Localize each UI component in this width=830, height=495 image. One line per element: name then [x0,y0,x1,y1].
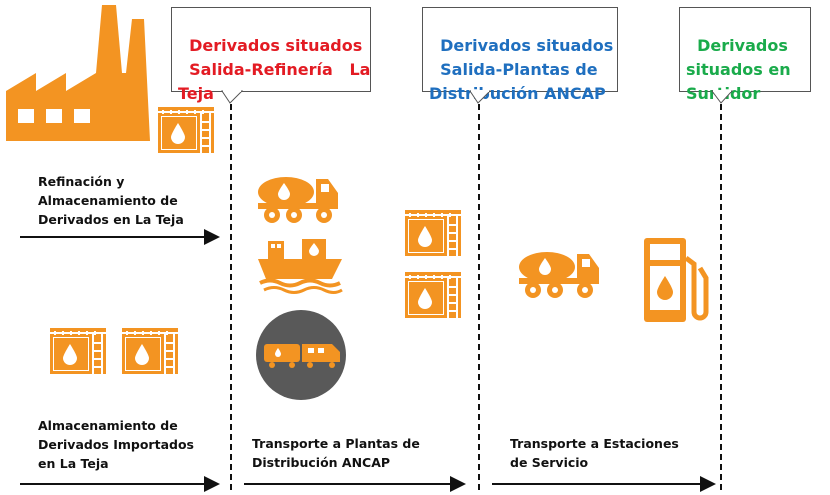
divider-plantas [478,104,480,490]
fuel-pump-icon [644,238,709,322]
storage-tank-icon [405,210,461,256]
storage-tank-icon [158,107,214,153]
label-importados: Almacenamiento de Derivados Importados e… [38,418,194,471]
label-transporte-estaciones: Transporte a Estaciones de Servicio [510,436,679,470]
ship-icon [258,239,343,294]
factory-icon [6,5,150,141]
storage-tank-icon [50,328,106,374]
storage-tank-icon [405,272,461,318]
tanker-truck-icon [258,177,338,223]
callout-plantas: Derivados situados Salida-Plantas de Dis… [422,7,618,103]
train-icon [256,310,346,400]
storage-tank-icon [122,328,178,374]
label-transporte-plantas: Transporte a Plantas de Distribución ANC… [252,436,420,470]
callout-refineria: Derivados situados Salida-Refinería La T… [171,7,371,103]
tanker-truck-icon [519,252,599,298]
callout-refineria-text: Derivados situados Salida-Refinería La T… [178,36,371,103]
label-refinacion: Refinación y Almacenamiento de Derivados… [38,174,184,227]
callout-surtidor: Derivados situados en Surtidor [679,7,811,103]
callout-plantas-text: Derivados situados Salida-Plantas de Dis… [429,36,614,103]
divider-refineria [230,104,232,490]
divider-surtidor [720,104,722,490]
